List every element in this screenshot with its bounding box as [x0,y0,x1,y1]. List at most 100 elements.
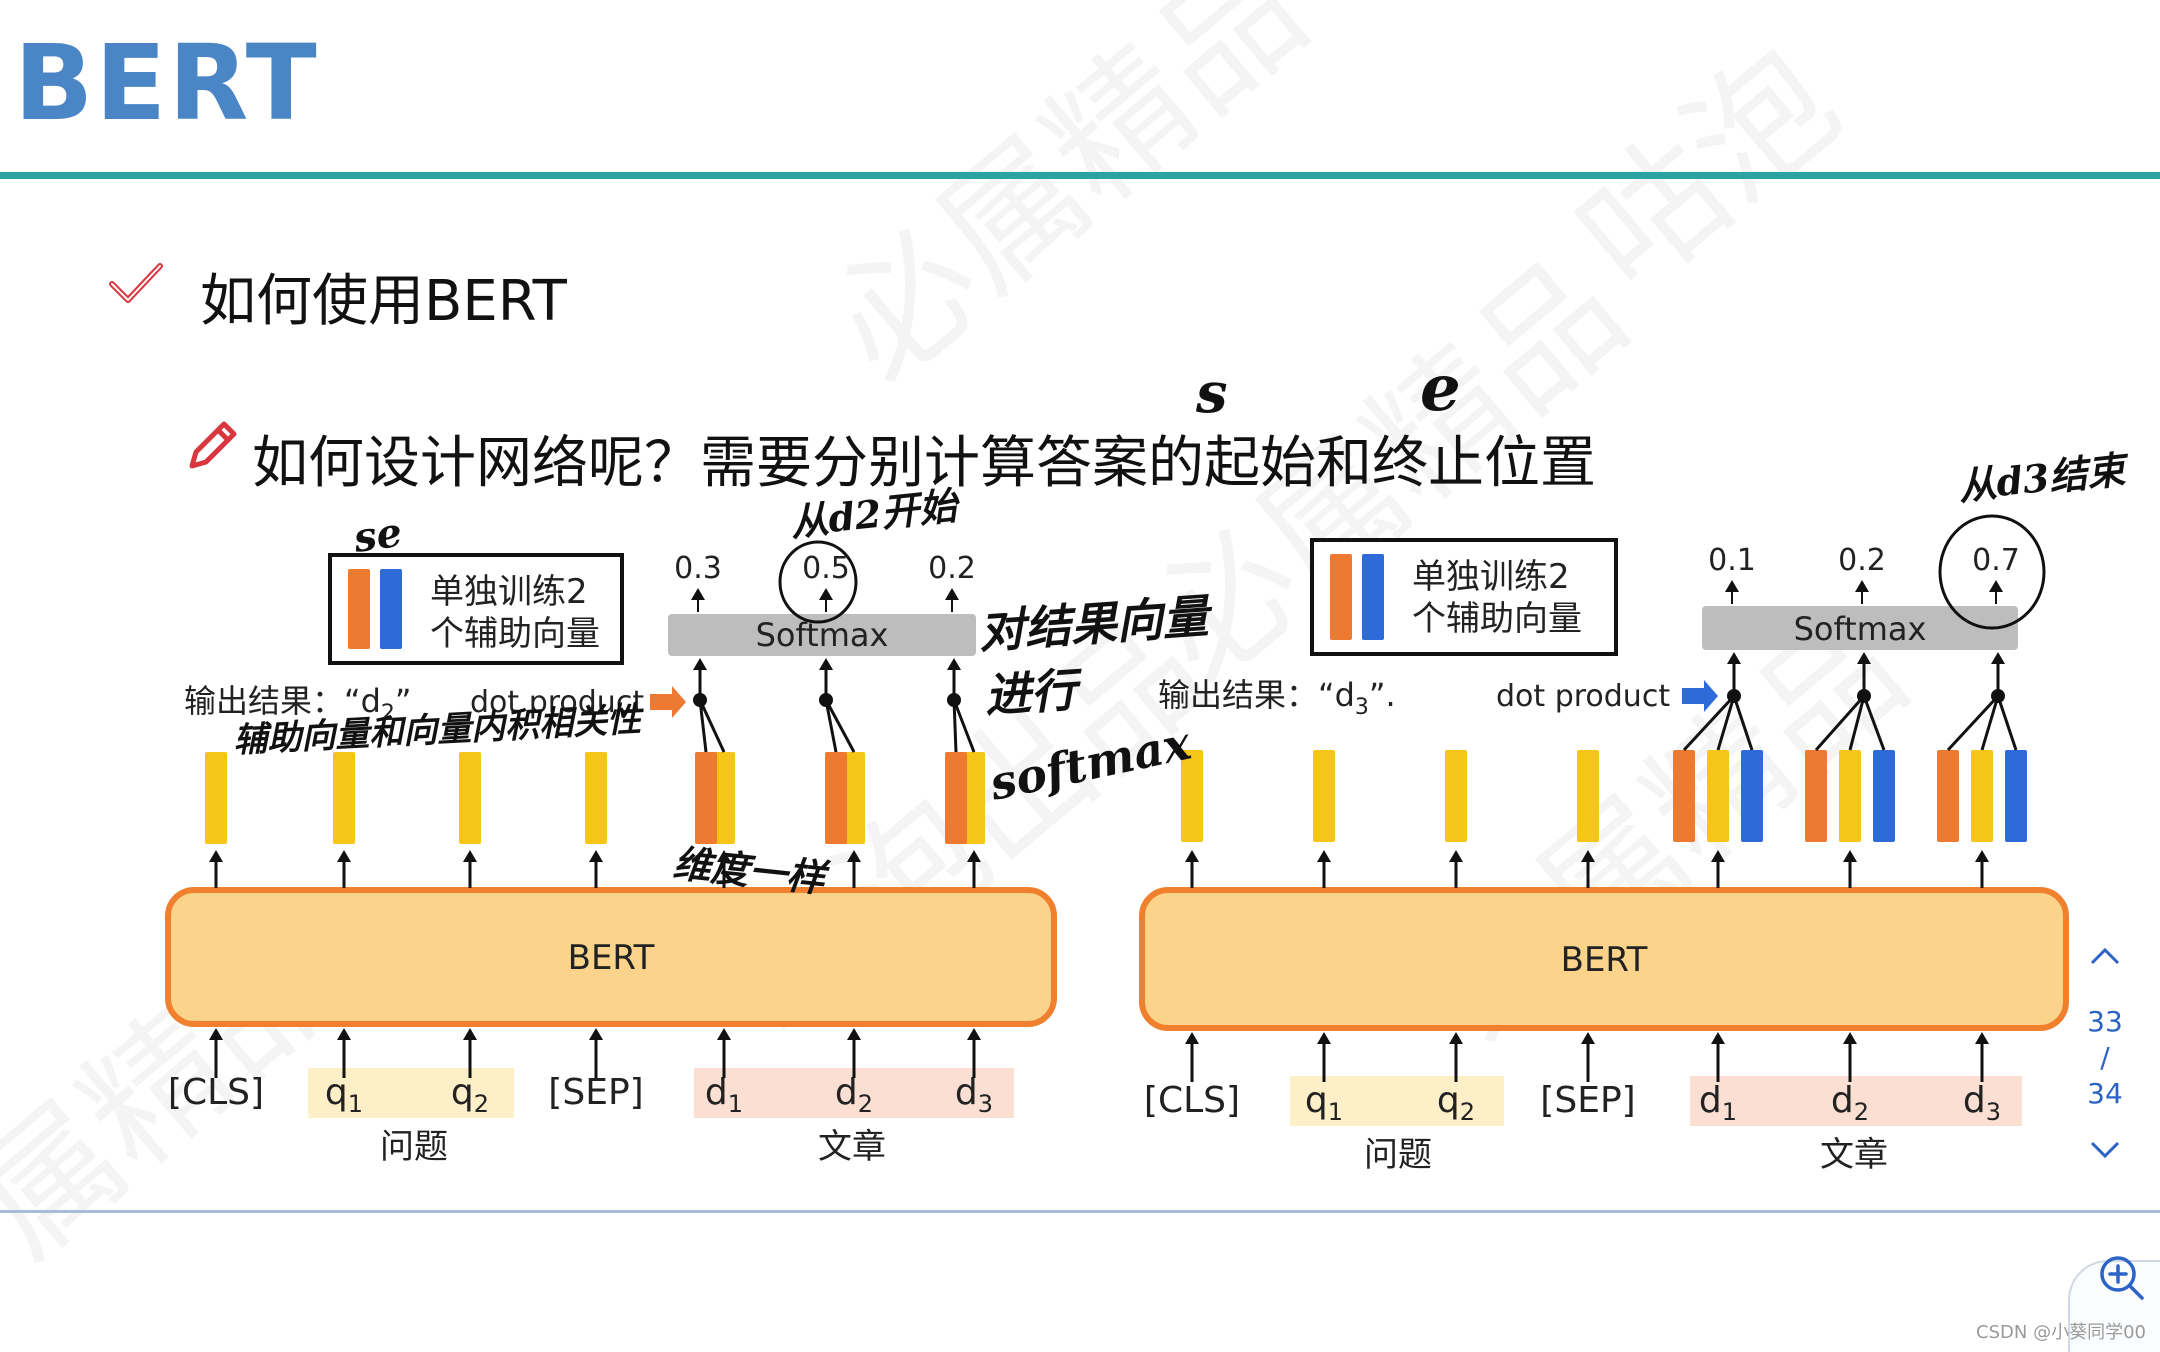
page-current: 33 [2087,1005,2123,1038]
left-token-vector [963,752,985,844]
right-input-arrow-head [1711,1032,1725,1044]
right-dot-line [1946,694,2000,752]
chevron-up-icon[interactable] [2060,940,2150,976]
right-output-arrow-head [1843,850,1857,862]
left-dot-node [693,693,707,707]
right-legend-blue [1362,554,1384,640]
bottom-divider [0,1210,2160,1213]
handwritten-note-softmax: softmax [984,716,1196,811]
left-output-arrow-head [463,850,477,862]
right-group-article: 文章 [1820,1135,1888,1175]
right-output-arrow-head [1185,850,1199,862]
left-prob-arrow-head [945,588,959,600]
right-output-label: 输出结果：“d3”. [1158,676,1396,720]
right-aux-orange [1937,750,1959,842]
left-dot-line [698,699,726,753]
right-aux-blue [2005,750,2027,842]
left-legend-blue [380,569,402,649]
left-input-arrow-head [337,1028,351,1040]
right-highlight-circle [1938,514,2046,630]
right-input-arrow-head [1843,1032,1857,1044]
left-dot-line [824,699,838,753]
left-input-arrow-head [847,1028,861,1040]
left-aux-orange [695,752,717,844]
left-prob-value: 0.2 [928,551,976,586]
left-token-vector [205,752,227,844]
right-token: q1 [1305,1080,1343,1126]
handwritten-start-note: 从d2开始 [788,482,963,545]
right-aux-blue [1741,750,1763,842]
right-dot-line [1862,695,1886,751]
left-input-arrow-head [717,1028,731,1040]
right-output-arrow-head [1449,850,1463,862]
right-bert-label: BERT [1561,940,1648,980]
right-bert-box [1139,887,2069,1031]
left-input-arrow-head [967,1028,981,1040]
left-token: [CLS] [168,1072,264,1113]
slide-title: BERT [14,22,319,144]
right-softmax-label: Softmax [1794,610,1927,648]
left-dot-arrow-head [819,658,833,670]
right-prob-value: 0.1 [1708,543,1756,578]
left-dot-line [952,699,976,753]
right-legend-line2: 个辅助向量 [1412,599,1582,639]
right-token-vector [1839,750,1861,842]
right-question-bg [1290,1076,1504,1126]
left-dot-node [947,693,961,707]
left-bert-box [165,887,1057,1027]
right-dot-node [1727,689,1741,703]
right-prob-value: 0.2 [1838,543,1886,578]
right-token-vector [1313,750,1335,842]
left-token-vector [459,752,481,844]
right-input-arrow-head [1185,1032,1199,1044]
right-input-arrow-head [1317,1032,1331,1044]
left-legend-orange [348,569,370,649]
left-output-arrow-head [847,850,861,862]
right-output-arrow-head [1975,850,1989,862]
right-token: [SEP] [1540,1080,1635,1121]
left-input-arrow-head [589,1028,603,1040]
left-legend-box [328,553,624,665]
right-token-vector [1577,750,1599,842]
left-legend-line1: 单独训练2 [430,572,588,612]
title-divider [0,172,2160,179]
right-prob-arrow-head [1855,580,1869,592]
left-group-article: 文章 [818,1127,886,1167]
left-dot-line [698,699,708,753]
left-output-arrow-head [717,850,731,862]
right-article-bg [1690,1076,2022,1126]
bullet-how-to-use: 如何使用BERT [200,269,567,334]
left-output-label: 输出结果：“d2” [184,682,411,726]
page-total: 34 [2087,1077,2123,1110]
left-prob-arrow-head [819,588,833,600]
left-prob-value: 0.3 [674,551,722,586]
right-token-vector [1971,750,1993,842]
handwritten-end-note: 从d3结束 [1956,446,2132,509]
right-input-arrow-head [1975,1032,1989,1044]
page-separator: / [2100,1041,2110,1074]
zoom-panel [2068,1260,2160,1352]
right-group-question: 问题 [1364,1135,1432,1175]
right-input-arrow-head [1449,1032,1463,1044]
left-token-vector [333,752,355,844]
handwritten-s: s [1195,360,1228,426]
right-input-arrow-head [1581,1032,1595,1044]
zoom-in-icon[interactable] [2096,1252,2146,1302]
left-dot-arrow-head [947,658,961,670]
page-navigator: 33 / 34 [2060,940,2150,1170]
right-prob-arrow-head [1725,580,1739,592]
bullet-design-network: 如何设计网络呢？需要分别计算答案的起始和终止位置 [252,431,1596,496]
left-dot-product-arrow [650,686,686,718]
right-dot-product-label: dot product [1496,679,1670,714]
right-softmax-box [1702,606,2018,650]
pencil-icon [189,421,237,469]
right-dot-arrow-head [1727,652,1741,664]
left-group-question: 问题 [380,1127,448,1167]
chevron-down-icon[interactable] [2060,1134,2150,1170]
left-aux-orange [825,752,847,844]
left-question-bg [308,1068,514,1118]
left-output-arrow-head [337,850,351,862]
left-highlight-circle [778,540,858,624]
right-dot-product-arrow [1682,680,1718,712]
